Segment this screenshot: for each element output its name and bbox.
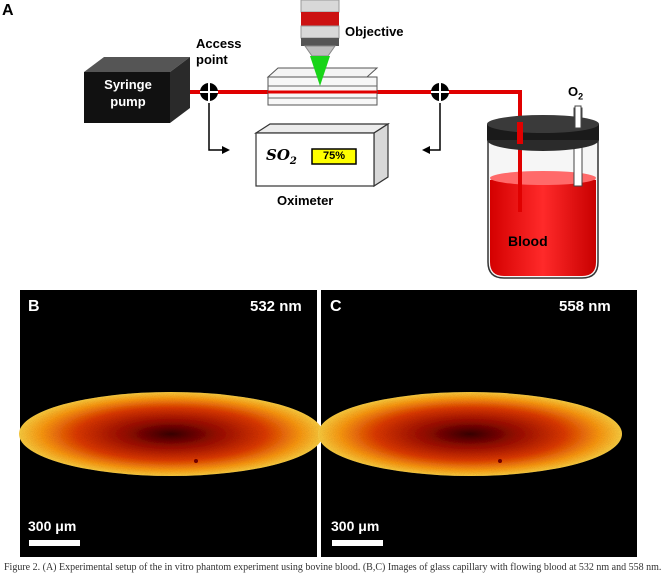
arrow-right xyxy=(422,103,441,154)
access-point-label-line2: point xyxy=(196,52,228,67)
scale-bar-b xyxy=(29,540,80,546)
panel-a-label: A xyxy=(2,2,14,19)
access-point-left-icon xyxy=(200,83,218,101)
panel-b-scale-label: 300 μm xyxy=(28,518,77,534)
oximeter-symbol-sub: 2 xyxy=(289,156,297,167)
oximeter-device xyxy=(253,122,391,188)
oximeter-display xyxy=(311,148,357,165)
panel-c-image xyxy=(318,290,637,557)
arrow-left xyxy=(208,103,230,154)
syringe-pump xyxy=(84,57,190,123)
panel-c-wavelength: 558 nm xyxy=(559,298,611,315)
oximeter-symbol-text: SO xyxy=(266,146,290,164)
objective-icon xyxy=(300,0,340,86)
access-point-label: Access point xyxy=(196,36,242,68)
oxygen-label: O2 xyxy=(568,84,583,102)
panel-b-image xyxy=(19,290,323,557)
oxygen-label-text: O xyxy=(568,84,579,99)
oximeter-symbol: SO2 xyxy=(266,146,297,167)
access-point-right-icon xyxy=(431,83,449,101)
scale-bar-c xyxy=(332,540,383,546)
panel-c-scale-label: 300 μm xyxy=(331,518,380,534)
syringe-pump-label: Syringe pump xyxy=(96,76,160,110)
flow-chamber xyxy=(266,67,379,106)
panel-a xyxy=(84,0,599,279)
blood-label: Blood xyxy=(508,233,548,249)
blood-beaker xyxy=(487,105,599,279)
objective-label: Objective xyxy=(345,24,404,39)
figure-canvas xyxy=(19,0,637,557)
panel-b-wavelength: 532 nm xyxy=(250,298,302,315)
syringe-pump-label-line2: pump xyxy=(110,94,146,109)
panel-b-label: B xyxy=(28,298,40,315)
access-point-label-line1: Access xyxy=(196,36,242,51)
oximeter-reading: 75% xyxy=(322,150,346,162)
figure-caption: Figure 2. (A) Experimental setup of the … xyxy=(4,562,661,573)
panel-c-label: C xyxy=(330,298,342,315)
oxygen-label-sub: 2 xyxy=(578,91,584,102)
syringe-pump-label-line1: Syringe xyxy=(104,77,152,92)
oximeter-label: Oximeter xyxy=(277,193,334,208)
